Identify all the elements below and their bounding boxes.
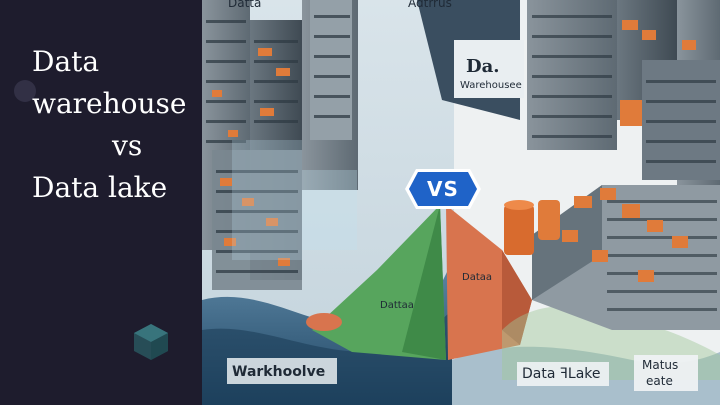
label-top-center: Adtrrus	[408, 0, 452, 10]
title-line-1: Data	[32, 45, 100, 78]
right-server-racks	[527, 0, 720, 190]
label-top-left: Datta	[228, 0, 262, 10]
title-panel: Data warehouse vs Data lake	[0, 0, 202, 405]
left-server-racks	[202, 0, 358, 290]
label-warehouse: Warkhoolve	[232, 364, 326, 380]
label-data-green: Dattaa	[380, 300, 414, 311]
label-data-orange: Dataa	[462, 272, 493, 283]
title-line-2: warehouse	[32, 87, 187, 120]
logo-sub: Warehousee	[460, 80, 522, 91]
title-line-3: vs	[112, 129, 143, 162]
label-matus: Matus	[642, 358, 679, 372]
data-lake-server-block	[504, 185, 720, 330]
logo-main: Da.	[466, 56, 500, 77]
decorative-orb-icon	[14, 80, 36, 102]
title-line-4: Data lake	[32, 171, 168, 204]
vs-badge-label: VS	[427, 177, 459, 201]
label-data-lake: Data ꟻLake	[522, 366, 601, 382]
hexagon-cube-icon	[134, 324, 168, 360]
vs-hexagon-icon	[405, 169, 481, 209]
label-eate: eate	[646, 374, 673, 388]
